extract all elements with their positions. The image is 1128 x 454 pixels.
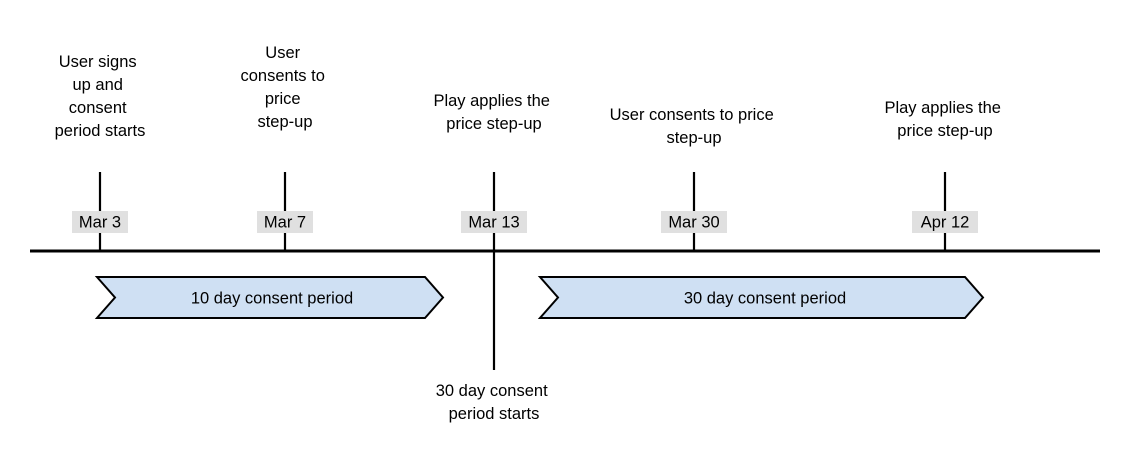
- event-label-mar-7: User consents to price step-up: [241, 44, 330, 131]
- consent-period-banner-30-day: 30 day consent period: [537, 276, 985, 319]
- event-label-apr-12: Play applies the price step-up: [884, 99, 1005, 140]
- banner-shape-10-day: [94, 276, 445, 319]
- date-highlight-mar-30: [661, 211, 727, 233]
- event-label-mar-3: User signs up and consent period starts: [55, 53, 146, 140]
- date-highlight-mar-3: [72, 211, 128, 233]
- date-label-apr-12: Apr 12: [921, 213, 970, 231]
- event-label-mar-13: Play applies the price step-up: [433, 92, 554, 133]
- date-highlight-apr-12: [912, 211, 978, 233]
- timeline-event-mar-30: User consents to price step-up Mar 30: [610, 106, 779, 251]
- banner-shape-30-day: [537, 276, 985, 319]
- consent-period-banner-10-day: 10 day consent period: [94, 276, 445, 319]
- timeline-event-apr-12: Play applies the price step-up Apr 12: [884, 99, 1005, 251]
- date-label-mar-7: Mar 7: [264, 213, 306, 231]
- date-highlight-mar-7: [257, 211, 313, 233]
- note-30-day-consent-period-starts: 30 day consent period starts: [436, 382, 553, 423]
- date-highlight-mar-13: [461, 211, 527, 233]
- event-label-mar-30: User consents to price step-up: [610, 106, 779, 147]
- timeline-event-mar-13: Play applies the price step-up Mar 13: [433, 92, 554, 251]
- banner-label-30-day: 30 day consent period: [684, 289, 846, 307]
- banner-label-10-day: 10 day consent period: [191, 289, 353, 307]
- date-label-mar-13: Mar 13: [468, 213, 519, 231]
- date-label-mar-3: Mar 3: [79, 213, 121, 231]
- timeline-event-mar-7: User consents to price step-up Mar 7: [241, 44, 330, 251]
- date-label-mar-30: Mar 30: [668, 213, 719, 231]
- timeline-event-mar-3: User signs up and consent period starts …: [55, 53, 146, 251]
